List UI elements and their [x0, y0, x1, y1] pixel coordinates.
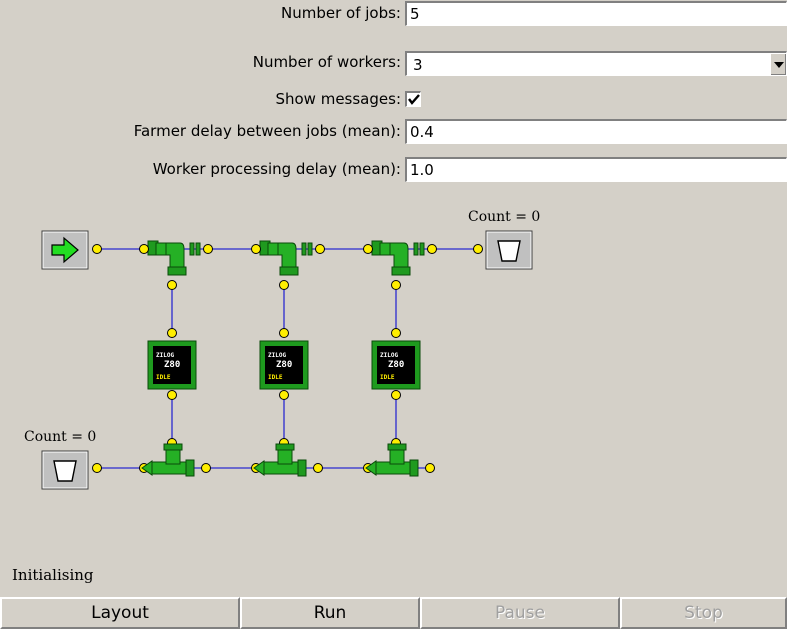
svg-text:ZILOG: ZILOG	[380, 352, 398, 359]
show-messages-checkbox[interactable]	[405, 91, 421, 107]
dropdown-arrow-icon[interactable]	[770, 53, 786, 75]
run-button[interactable]: Run	[240, 597, 420, 629]
svg-text:ZILOG: ZILOG	[268, 352, 286, 359]
jobs-row: Number of jobs:	[0, 0, 787, 28]
job-source[interactable]	[41, 230, 89, 270]
status-text: Initialising	[12, 566, 94, 584]
collector-pipe	[253, 443, 307, 477]
simulation-canvas: Count = 0 Count = 0 ZILOGZ80IDLEZILOGZ80…	[24, 209, 540, 490]
distributor-pipe	[259, 240, 313, 276]
workers-row: Number of workers: 3	[0, 48, 787, 76]
worker-delay-input[interactable]	[405, 157, 787, 182]
worker-delay-row: Worker processing delay (mean):	[0, 156, 787, 184]
button-bar: Layout Run Pause Stop	[0, 597, 787, 629]
messages-row: Show messages:	[0, 86, 787, 114]
green-arrow-icon	[51, 236, 79, 264]
checkmark-icon	[408, 94, 420, 105]
collector-pipe	[365, 443, 419, 477]
svg-text:IDLE: IDLE	[268, 374, 283, 381]
bucket-icon	[497, 240, 521, 262]
distributor-pipe	[371, 240, 425, 276]
messages-label: Show messages:	[275, 90, 401, 108]
collector-pipe	[141, 443, 195, 477]
workers-select[interactable]: 3	[405, 51, 787, 76]
jobs-label: Number of jobs:	[281, 4, 401, 22]
svg-text:Z80: Z80	[276, 360, 292, 370]
collector-count-label: Count = 0	[24, 429, 96, 445]
svg-text:Z80: Z80	[164, 360, 180, 370]
svg-text:IDLE: IDLE	[156, 374, 171, 381]
stop-button[interactable]: Stop	[620, 597, 787, 629]
farmer-delay-label: Farmer delay between jobs (mean):	[133, 122, 401, 140]
farmer-delay-input[interactable]	[405, 119, 787, 144]
output-bucket	[485, 230, 533, 270]
workers-label: Number of workers:	[252, 53, 401, 71]
bucket-icon	[53, 460, 77, 482]
pause-button[interactable]: Pause	[420, 597, 620, 629]
output-count-label: Count = 0	[468, 209, 540, 225]
distributor-pipe	[147, 240, 201, 276]
svg-text:Z80: Z80	[388, 360, 404, 370]
workers-select-value: 3	[413, 56, 423, 74]
farmer-delay-row: Farmer delay between jobs (mean):	[0, 118, 787, 146]
svg-text:ZILOG: ZILOG	[156, 352, 174, 359]
jobs-input[interactable]	[405, 1, 787, 26]
collector-bucket	[41, 450, 89, 490]
layout-button[interactable]: Layout	[0, 597, 240, 629]
svg-text:IDLE: IDLE	[380, 374, 395, 381]
worker-delay-label: Worker processing delay (mean):	[152, 160, 401, 178]
